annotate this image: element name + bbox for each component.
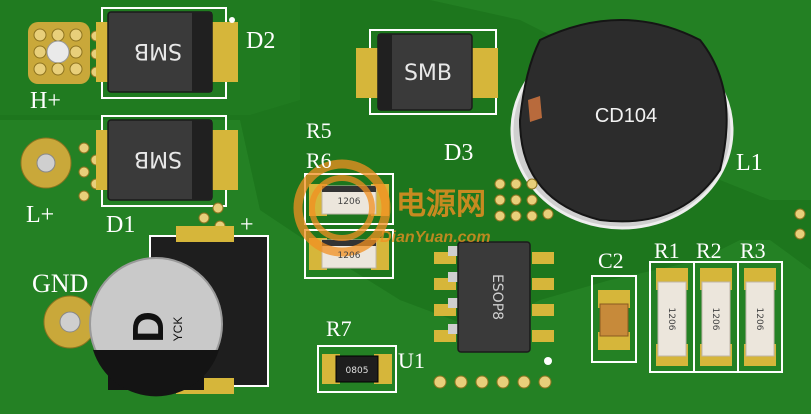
header-pin-row [433, 375, 552, 389]
smb-top-text: SMB [134, 38, 182, 63]
label-c2: C2 [598, 248, 624, 273]
resistor-r7 [317, 345, 397, 393]
label-r6: R6 [306, 148, 332, 173]
smb-mid-text: SMB [134, 146, 182, 171]
label-plus: + [240, 212, 254, 238]
label-h-plus: H+ [30, 88, 61, 114]
label-d2: D2 [246, 28, 275, 54]
label-r1: R1 [654, 238, 680, 263]
cap-brand-text: YCK [171, 317, 185, 342]
cap-letter-text: D [124, 311, 173, 343]
watermark-chinese: 电源网 [396, 187, 486, 222]
label-d3: D3 [444, 140, 473, 166]
label-r2: R2 [696, 238, 722, 263]
smb-d3-text: SMB [404, 61, 452, 86]
diode-d1 [96, 115, 238, 232]
inductor-text: CD104 [595, 105, 657, 127]
diode-d3 [356, 29, 498, 115]
res-upper-text: 1206 [338, 197, 361, 207]
label-r3: R3 [740, 238, 766, 263]
label-l-plus: L+ [26, 202, 54, 228]
label-gnd: GND [32, 269, 88, 298]
label-r5: R5 [306, 118, 332, 143]
res-r1-text: 1206 [666, 308, 676, 331]
label-r7: R7 [326, 316, 352, 341]
resistor-r2 [693, 261, 739, 373]
inductor-l1 [510, 19, 734, 230]
res-r2-text: 1206 [710, 308, 720, 331]
res-r7-text: 0805 [346, 366, 369, 376]
ic-text: ESOP8 [489, 274, 505, 320]
res-r3-text: 1206 [754, 308, 764, 331]
resistor-r1 [649, 261, 695, 373]
watermark-site: DianYuan.com [380, 229, 491, 246]
capacitor-c2 [591, 275, 637, 363]
label-l1: L1 [736, 150, 763, 176]
electrolytic-capacitor [89, 226, 269, 397]
gnd-pad [43, 295, 97, 349]
resistor-r3 [737, 261, 783, 373]
label-u1: U1 [398, 348, 425, 373]
label-d1: D1 [106, 212, 135, 238]
via-cluster-inductor [494, 178, 806, 240]
watermark-logo [293, 159, 391, 257]
res-lower-text: 1206 [338, 251, 361, 261]
diode-d2 [96, 7, 238, 99]
ic-u1 [434, 241, 554, 365]
l-plus-pad [20, 137, 102, 202]
